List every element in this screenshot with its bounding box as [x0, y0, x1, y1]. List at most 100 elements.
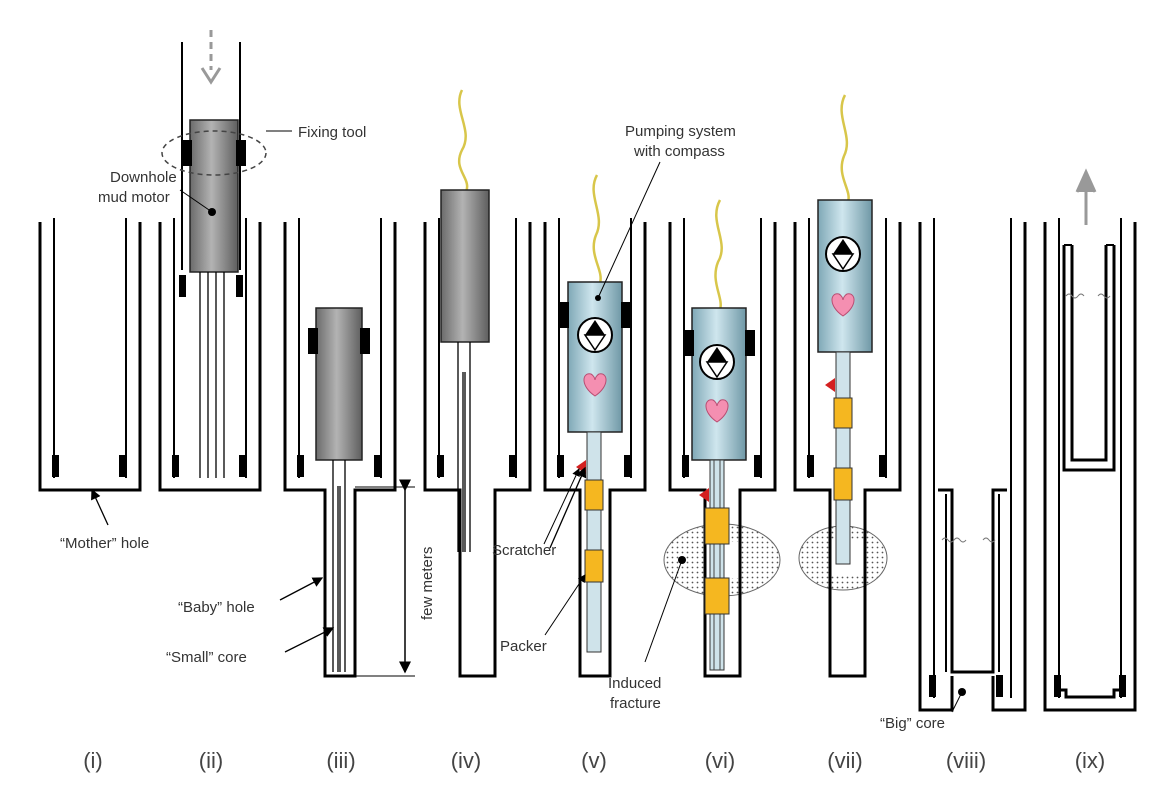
callout-line: [597, 161, 661, 299]
stage-number: (iii): [326, 748, 355, 773]
tube: [835, 351, 851, 565]
tube: [586, 431, 602, 653]
stage-5-hole: [543, 218, 647, 678]
core-texture: [1065, 293, 1111, 299]
compass-needle: [707, 347, 727, 362]
casing-shoe: [52, 455, 59, 477]
compass-needle: [585, 320, 605, 335]
heart-icon: [705, 399, 729, 423]
pumping-system: [691, 307, 747, 461]
casing-shoe: [297, 455, 304, 477]
pumping-system: [567, 281, 623, 433]
core-texture: [941, 537, 996, 543]
casing-shoe: [509, 455, 516, 477]
casing-shoe: [1119, 675, 1126, 697]
tube: [709, 459, 725, 671]
casing-shoe: [557, 455, 564, 477]
drill-rods: [457, 342, 471, 552]
stage-numbers: (i) (ii) (iii) (iv) (v) (vi) (vii) (viii…: [83, 748, 1105, 773]
stage-8-hole: [918, 218, 1027, 712]
packer: [833, 397, 853, 429]
fixing-tool-pad: [236, 140, 246, 166]
stage-number: (v): [581, 748, 607, 773]
mud-motor-label-2: mud motor: [98, 189, 170, 206]
pumping-label-1: Pumping system: [625, 123, 736, 140]
pumping-label-2: with compass: [633, 143, 725, 160]
casing-shoe: [929, 675, 936, 697]
compass-needle: [705, 361, 729, 379]
callout-line: [644, 559, 683, 663]
fixing-pad: [559, 302, 569, 328]
callout-line: [179, 189, 213, 213]
callout-line: [951, 691, 963, 713]
packer: [584, 479, 604, 511]
casing-shoe: [1054, 675, 1061, 697]
casing-shoe: [239, 455, 246, 477]
induced-fracture-label-1: Induced: [608, 675, 661, 692]
stage-1-mother-hole: [38, 218, 142, 492]
mother-hole-label: “Mother” hole: [60, 535, 149, 552]
scratcher: [699, 488, 709, 502]
casing-shoe: [374, 455, 381, 477]
casing-shoe: [682, 455, 689, 477]
stage-7-hole: [793, 218, 902, 678]
tube-rods: [713, 460, 721, 670]
packer: [584, 549, 604, 583]
cable: [458, 89, 469, 193]
casing-shoe: [996, 675, 1003, 697]
packer-label: Packer: [500, 638, 547, 655]
casing-shoe: [624, 455, 631, 477]
few-meters-label: few meters: [419, 547, 436, 620]
mud-motor: [315, 307, 363, 461]
down-arrow-icon: [200, 67, 222, 85]
induced-fracture-label-2: fracture: [610, 695, 661, 712]
casing-shoe: [437, 455, 444, 477]
casing-shoe: [754, 455, 761, 477]
big-core-label: “Big” core: [880, 715, 945, 732]
dimension-lines: [355, 486, 415, 677]
mud-motor: [189, 119, 239, 273]
packer-inflated: [704, 507, 730, 545]
packer-inflated: [704, 577, 730, 615]
heart-icon: [583, 373, 607, 397]
scratcher-label: Scratcher: [492, 542, 556, 559]
fixing-tool-label: Fixing tool: [298, 124, 366, 141]
small-core-pointer: [284, 627, 335, 653]
fixing-pad: [236, 275, 243, 297]
small-core-label: “Small” core: [166, 649, 247, 666]
heart-icon: [831, 293, 855, 317]
pumping-system: [817, 199, 873, 353]
packer: [833, 467, 853, 501]
compass-needle: [833, 239, 853, 254]
mud-motor: [440, 189, 490, 343]
casing-shoe: [172, 455, 179, 477]
stage-9-hole: [1043, 218, 1137, 712]
casing-shoe: [119, 455, 126, 477]
stage-number: (ix): [1075, 748, 1106, 773]
fixing-tool-outline: [161, 130, 267, 176]
stage-number: (viii): [946, 748, 986, 773]
cable: [840, 94, 850, 203]
casing-shoe: [879, 455, 886, 477]
scratcher: [825, 378, 835, 392]
mud-motor-label-1: Downhole: [110, 169, 177, 186]
fixing-pad: [360, 328, 370, 354]
mother-hole-pointer: [91, 488, 109, 526]
baby-hole-pointer: [279, 577, 324, 601]
fixing-pad: [308, 328, 318, 354]
up-arrow-icon: [1075, 168, 1097, 193]
packer-pointer: [544, 574, 586, 636]
stage-number: (i): [83, 748, 103, 773]
compass-needle: [831, 253, 855, 271]
drill-rods: [199, 272, 225, 478]
scratcher-pointer: [543, 468, 580, 545]
baby-hole-label: “Baby” hole: [178, 599, 255, 616]
fixing-pad: [745, 330, 755, 356]
fixing-pad: [684, 330, 694, 356]
small-core-rods: [332, 460, 346, 672]
stage-number: (ii): [199, 748, 223, 773]
casing-shoe: [807, 455, 814, 477]
compass-needle: [583, 334, 607, 352]
